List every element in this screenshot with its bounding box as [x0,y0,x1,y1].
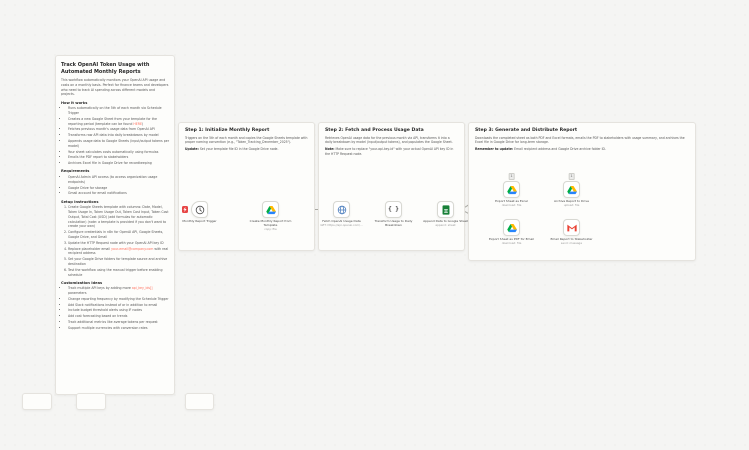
doc-list-item: Your sheet calculates costs automaticall… [68,150,169,155]
google-sheets-node-box[interactable] [437,201,454,218]
doc-list-item: Create Google Sheets template with colum… [68,205,169,229]
doc-list-item: Google Drive for storage [68,186,169,191]
node-email-report-to-stakeholder[interactable]: Email Report to Stakeholder send: messag… [550,219,593,246]
doc-list-item: OpenAI Admin API access (to access organ… [68,175,169,185]
node-monthly-report-trigger[interactable]: Monthly Report Trigger [182,201,217,224]
node-sublabel: append: sheet [435,223,456,228]
doc-list-item: Replace placeholder email your-email@com… [68,247,169,257]
doc-intro: This workflow automatically monitors you… [61,78,169,97]
doc-list-item: Creates a new Google Sheet from your tem… [68,117,169,127]
gmail-icon [566,224,577,231]
step-1-note: Update: Set your template file ID in the… [185,147,279,152]
google-drive-node-box[interactable] [503,219,520,236]
doc-list-item: Support multiple currencies with convers… [68,326,169,331]
doc-list-item: Update the HTTP Request node with your O… [68,241,169,246]
doc-section-heading-requirements: Requirements [61,169,90,174]
node-export-sheet-as-excel[interactable]: 1 Export Sheet as Excel download: file [495,173,528,208]
sticky-note-step-1[interactable]: Step 1: Initialize Monthly Report Trigge… [178,122,315,251]
node-label: Transform Usage to Daily Breakdown [374,219,413,227]
doc-list-customization-ideas: Track multiple API keys by adding more a… [61,286,169,330]
step-3-body: Downloads the completed sheet as both PD… [475,135,685,145]
step-2-title: Step 2: Fetch and Process Usage Data [325,128,424,133]
node-sublabel: download: file [501,241,522,246]
doc-list-item: Archives Excel file in Google Drive for … [68,161,169,166]
step-2-body: Retrieves OpenAI usage data for the prev… [325,135,453,145]
clock-icon [195,205,204,214]
node-transform-usage-to-daily-breakdown[interactable]: { } Transform Usage to Daily Breakdown [375,201,412,228]
node-sublabel: upload: file [563,203,580,208]
doc-list-item: Emails the PDF report to stakeholders [68,155,169,160]
sticky-note-step-2[interactable]: Step 2: Fetch and Process Usage Data Ret… [318,122,465,251]
mini-sticky-note-1[interactable] [22,393,52,410]
items-count-badge: 1 [568,173,575,180]
node-label: Email Report to Stakeholder [550,237,593,241]
step-1-body: Triggers on the 5th of each month and co… [185,135,308,145]
mini-sticky-note-2[interactable] [76,393,106,410]
node-sublabel: download: file [501,203,522,208]
google-drive-icon [265,205,276,214]
mini-sticky-note-3[interactable] [185,393,214,410]
code-braces-icon: { } [388,205,399,213]
node-sublabel: send: message [560,241,583,246]
doc-list-item: Test the workflow using the manual trigg… [68,268,169,278]
google-drive-node-box[interactable] [262,201,279,218]
step-3-note: Remember to update: Email recipient addr… [475,147,606,152]
doc-list-item: Add Slack notifications instead of or in… [68,303,169,308]
documentation-sticky-note[interactable]: Track OpenAI Token Usage with Automated … [55,55,175,395]
schedule-trigger-node-box[interactable] [182,201,208,218]
node-label: Create Monthly Report from Template [249,219,292,227]
doc-list-item: Transforms raw API data into daily break… [68,133,169,138]
node-archive-report-to-drive[interactable]: 1 Archive Report to Drive upload: file [554,173,589,208]
doc-list-item: Track multiple API keys by adding more a… [68,286,169,296]
doc-link[interactable]: HERE [133,121,143,126]
doc-list-how-it-works: Runs automatically on the 5th of each mo… [61,106,169,166]
node-label: Append Data to Google Sheet [423,219,468,223]
doc-list-item: Set your Google Drive folders for templa… [68,257,169,267]
globe-icon [337,205,346,214]
lightning-bolt-icon [183,206,187,212]
doc-section-heading-setup-instructions: Setup Instructions [61,199,99,204]
step-2-note: Note: Make sure to replace "your-api-key… [325,147,454,156]
google-drive-node-box[interactable] [563,181,580,198]
node-label: Monthly Report Trigger [182,219,217,223]
google-drive-icon [566,185,577,194]
doc-list-item: Configure credentials in n8n for OpenAI … [68,230,169,240]
node-fetch-openai-usage-data[interactable]: Fetch OpenAI Usage Data GET: https://api… [320,201,363,228]
node-label: Fetch OpenAI Usage Data [322,219,361,223]
http-request-node-box[interactable] [333,201,350,218]
node-sublabel: GET: https://api.openai.com/... [320,223,363,228]
step-3-title: Step 3: Generate and Distribute Report [475,128,578,133]
doc-list-item: Runs automatically on the 5th of each mo… [68,106,169,116]
doc-section-heading-how-it-works: How it works [61,100,88,105]
doc-list-item: Add cost forecasting based on trends [68,314,169,319]
google-drive-node-box[interactable] [503,181,520,198]
doc-list-item: Track additional metrics like average to… [68,320,169,325]
doc-list-item: Include budget threshold alerts using IF… [68,308,169,313]
doc-link[interactable]: api_key_ids[] [131,286,153,291]
node-append-data-to-google-sheet[interactable]: Append Data to Google Sheet append: shee… [423,201,468,228]
doc-list-item: Change reporting frequency by modifying … [68,297,169,302]
google-drive-icon [506,223,517,232]
google-sheets-icon [442,204,449,215]
items-count-badge: 1 [508,173,515,180]
node-label: Export Sheet as Excel [495,199,528,203]
doc-section-heading-customization-ideas: Customization Ideas [61,280,103,285]
doc-title: Track OpenAI Token Usage with Automated … [61,62,150,75]
node-label: Export Sheet as PDF for Email [489,237,534,241]
doc-list-setup-instructions: Create Google Sheets template with colum… [61,205,169,277]
doc-list-item: Fetches previous month's usage data from… [68,127,169,132]
doc-list-item: Gmail account for email notifications [68,191,169,196]
node-create-monthly-report-from-template[interactable]: Create Monthly Report from Template copy… [250,201,291,232]
doc-list-item: Appends usage data to Google Sheets (inp… [68,139,169,149]
gmail-node-box[interactable] [563,219,580,236]
node-export-sheet-as-pdf-for-email[interactable]: Export Sheet as PDF for Email download: … [489,219,534,246]
step-1-title: Step 1: Initialize Monthly Report [185,128,270,133]
node-label: Archive Report to Drive [553,199,590,203]
code-node-box[interactable]: { } [385,201,402,218]
google-drive-icon [506,185,517,194]
doc-link[interactable]: your-email@company.com [111,246,154,251]
trigger-indicator [182,206,188,213]
doc-list-requirements: OpenAI Admin API access (to access organ… [61,175,169,196]
node-sublabel: copy: file [264,227,277,232]
